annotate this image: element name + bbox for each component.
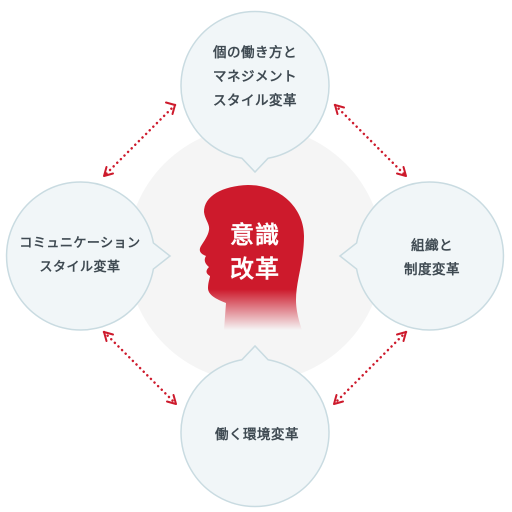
label-left-line-1: コミュニケーション: [19, 236, 141, 251]
center-label: 意識 改革: [200, 218, 310, 286]
bubble-right: [338, 181, 505, 331]
bubble-left: [5, 181, 172, 331]
label-left-line-2: スタイル変革: [39, 260, 121, 275]
label-bottom-line-1: 働く環境変革: [215, 427, 299, 443]
bubble-bottom: [180, 344, 330, 508]
label-right-line-2: 制度変革: [404, 262, 460, 278]
arrow-bottom-left: [102, 330, 178, 406]
label-top-line-2: マネジメント: [213, 69, 297, 85]
arrow-top-left: [102, 101, 177, 178]
label-top-line-1: 個の働き方と: [213, 45, 297, 61]
label-right: 組織と 制度変革: [352, 234, 512, 282]
bubble-top: [180, 10, 330, 174]
label-right-line-1: 組織と: [411, 238, 453, 254]
label-bottom: 働く環境変革: [172, 425, 342, 445]
center-label-line-1: 意識: [230, 221, 280, 249]
center-label-line-2: 改革: [230, 255, 280, 283]
head-silhouette-icon: [199, 185, 304, 330]
arrow-bottom-right: [332, 330, 408, 406]
label-left: コミュニケーション スタイル変革: [0, 232, 160, 280]
label-top-line-3: スタイル変革: [213, 93, 297, 109]
arrow-top-right: [333, 103, 408, 178]
label-top: 個の働き方と マネジメント スタイル変革: [170, 41, 340, 113]
